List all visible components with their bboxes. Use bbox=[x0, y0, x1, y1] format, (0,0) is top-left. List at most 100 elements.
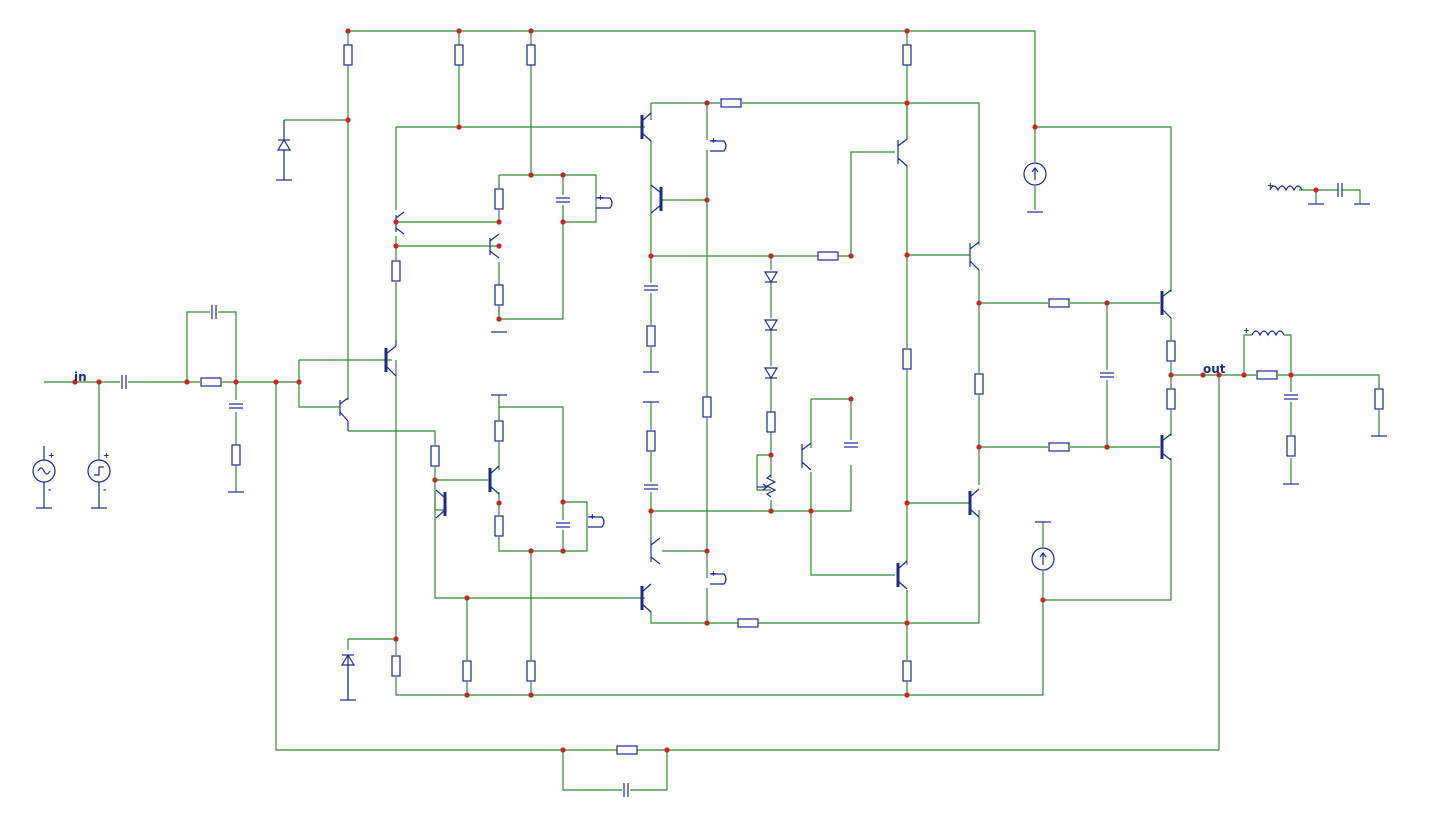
transistor-q6 bbox=[435, 489, 447, 519]
capacitor-c8 bbox=[843, 442, 859, 448]
transistor-q8 bbox=[650, 184, 663, 214]
junction-node bbox=[648, 253, 654, 259]
junction-node bbox=[976, 444, 982, 450]
junction-node bbox=[1032, 124, 1038, 130]
capacitor-c10 bbox=[1283, 394, 1299, 400]
input-label: in bbox=[74, 370, 87, 384]
junction-node bbox=[1313, 187, 1319, 193]
junction-node bbox=[432, 477, 438, 483]
junction-node bbox=[1288, 372, 1294, 378]
junction-node bbox=[704, 620, 710, 626]
junction-node bbox=[233, 379, 239, 385]
capacitor-c2 bbox=[211, 304, 217, 320]
transistor-q13 bbox=[969, 241, 980, 271]
junction-node bbox=[560, 499, 566, 505]
resistor-r14 bbox=[526, 660, 536, 682]
probe4-plus: + bbox=[710, 569, 717, 578]
resistor-r24 bbox=[1286, 435, 1296, 457]
resistor-r10 bbox=[494, 420, 504, 442]
resistor-r18 bbox=[766, 411, 776, 433]
junction-node bbox=[96, 379, 102, 385]
resistor-r12 bbox=[391, 655, 401, 677]
resistor-r16 bbox=[646, 430, 656, 452]
probe1-plus: + bbox=[710, 136, 717, 145]
junction-node bbox=[72, 379, 78, 385]
junction-node bbox=[393, 243, 399, 249]
junction-node bbox=[393, 219, 399, 225]
junction-node bbox=[528, 548, 534, 554]
junction-node bbox=[1040, 597, 1046, 603]
diode-d2 bbox=[764, 319, 778, 331]
junction-node bbox=[768, 253, 774, 259]
inductor-top-right bbox=[1269, 185, 1303, 192]
junction-node bbox=[1241, 372, 1247, 378]
nodes bbox=[72, 28, 1319, 753]
junction-node bbox=[464, 595, 470, 601]
components bbox=[32, 44, 1388, 798]
junction-node bbox=[1168, 372, 1174, 378]
capacitor-c12 bbox=[1337, 182, 1343, 198]
junction-node bbox=[496, 316, 502, 322]
potentiometer bbox=[757, 474, 777, 498]
labels: in out + - + - + + + + + + bbox=[48, 136, 1274, 578]
source1-plus: + bbox=[48, 451, 55, 460]
diode-d1 bbox=[764, 271, 778, 283]
resistor-r20 bbox=[902, 660, 912, 682]
transistor-q5 bbox=[488, 465, 500, 495]
junction-node bbox=[496, 243, 502, 249]
resistor-r21 bbox=[974, 373, 984, 395]
current-source-bottom bbox=[1031, 547, 1055, 571]
inductor2-plus: + bbox=[1267, 181, 1274, 190]
junction-node bbox=[345, 117, 351, 123]
transistor-q14 bbox=[968, 488, 980, 518]
transistor-q7 bbox=[640, 112, 652, 142]
junction-node bbox=[1104, 444, 1110, 450]
resistor-r6 bbox=[494, 284, 504, 306]
junction-node bbox=[393, 636, 399, 642]
resistor-r22 bbox=[1166, 340, 1176, 362]
junction-node bbox=[528, 692, 534, 698]
transistor-vbe bbox=[801, 442, 812, 471]
zener-diode-top bbox=[277, 139, 291, 151]
junction-node bbox=[848, 253, 854, 259]
resistor-r31 bbox=[737, 618, 759, 628]
junction-node bbox=[1104, 300, 1110, 306]
resistor-r29 bbox=[1048, 298, 1070, 308]
transistor-q12 bbox=[896, 560, 908, 590]
transistor-out-top bbox=[1160, 289, 1172, 319]
resistor-r13 bbox=[462, 660, 472, 682]
resistor-r25 bbox=[1374, 388, 1384, 410]
junction-node bbox=[560, 548, 566, 554]
current-source-top bbox=[1023, 162, 1047, 186]
capacitor-c6 bbox=[643, 285, 659, 291]
junction-node bbox=[904, 28, 910, 34]
probe3-plus: + bbox=[589, 512, 596, 521]
junction-node bbox=[768, 452, 774, 458]
transistor-q11 bbox=[897, 138, 908, 167]
diode-d3 bbox=[764, 367, 778, 379]
capacitor-c11 bbox=[623, 782, 629, 798]
junction-node bbox=[904, 500, 910, 506]
junction-node bbox=[904, 100, 910, 106]
resistor-r2 bbox=[454, 44, 464, 66]
resistor-r11 bbox=[494, 515, 504, 537]
resistor-r27 bbox=[720, 98, 742, 108]
junction-node bbox=[704, 100, 710, 106]
junction-node bbox=[664, 747, 670, 753]
transistor-q2 bbox=[339, 397, 349, 431]
resistor-r15 bbox=[646, 325, 656, 347]
wires bbox=[44, 30, 1380, 791]
resistor-r3 bbox=[526, 44, 536, 66]
resistor-r33 bbox=[616, 745, 638, 755]
junction-node bbox=[704, 197, 710, 203]
resistor-r30 bbox=[1048, 442, 1070, 452]
source2-minus: - bbox=[103, 485, 106, 494]
junction-node bbox=[273, 379, 279, 385]
junction-node bbox=[560, 219, 566, 225]
capacitor-c9 bbox=[1099, 372, 1115, 378]
resistor-r5 bbox=[494, 188, 504, 210]
junction-node bbox=[464, 692, 470, 698]
junction-node bbox=[528, 28, 534, 34]
junction-node bbox=[496, 219, 502, 225]
sine-voltage-source bbox=[32, 446, 56, 508]
